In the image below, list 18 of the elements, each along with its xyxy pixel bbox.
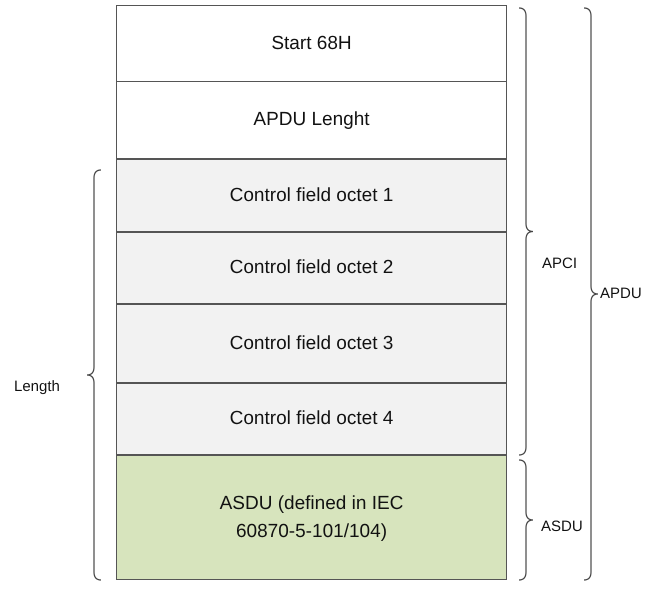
field-label: Control field octet 1 bbox=[230, 184, 394, 208]
field-box bbox=[116, 383, 507, 455]
field-box bbox=[116, 455, 507, 580]
field-box bbox=[116, 5, 507, 82]
field-label: Start 68H bbox=[271, 32, 352, 56]
field-box bbox=[116, 304, 507, 383]
field-label: Control field octet 3 bbox=[230, 332, 394, 356]
field-label: Control field octet 2 bbox=[230, 256, 394, 280]
field-box bbox=[116, 159, 507, 232]
brace-label: APDU bbox=[600, 285, 642, 302]
field-label: APDU Lenght bbox=[253, 108, 370, 132]
field-box bbox=[116, 81, 507, 159]
field-label: ASDU (defined in IEC 60870-5-101/104) bbox=[218, 492, 404, 544]
brace-label: APCI bbox=[542, 255, 578, 272]
brace-label: Length bbox=[14, 378, 60, 395]
field-label: Control field octet 4 bbox=[230, 407, 394, 432]
field-box bbox=[116, 232, 507, 304]
brace-label: ASDU bbox=[541, 518, 583, 535]
